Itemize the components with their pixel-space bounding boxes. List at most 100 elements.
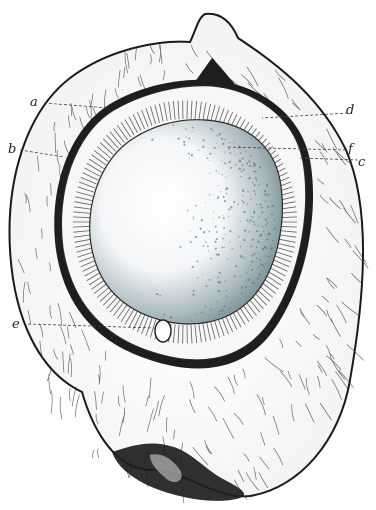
stipple-dot	[224, 162, 226, 164]
stipple-dot	[253, 221, 255, 223]
stipple-dot	[246, 219, 248, 221]
stipple-dot	[218, 314, 220, 316]
stipple-dot	[190, 320, 191, 321]
label-a: a	[30, 95, 38, 110]
stipple-dot	[205, 242, 206, 243]
stipple-dot	[245, 289, 246, 290]
stipple-dot	[259, 274, 260, 275]
stipple-dot	[195, 236, 197, 238]
stipple-dot	[271, 214, 273, 216]
stipple-dot	[215, 248, 217, 250]
stipple-dot	[249, 165, 250, 166]
stipple-dot	[254, 163, 256, 165]
stipple-dot	[250, 265, 251, 266]
stipple-dot	[246, 271, 247, 272]
stipple-dot	[193, 290, 195, 292]
stipple-dot	[205, 202, 206, 203]
stipple-dot	[235, 265, 237, 267]
stipple-dot	[246, 151, 247, 152]
stipple-dot	[222, 238, 224, 240]
stipple-dot	[225, 234, 226, 235]
stipple-dot	[177, 138, 179, 140]
stipple-dot	[202, 139, 204, 141]
stipple-dot	[196, 260, 198, 262]
stipple-dot	[272, 214, 273, 215]
stipple-dot	[253, 190, 255, 192]
stipple-dot	[213, 212, 214, 213]
stipple-dot	[264, 190, 266, 192]
stipple-dot	[209, 173, 210, 174]
stipple-dot	[255, 177, 257, 179]
stipple-dot	[203, 245, 205, 247]
stipple-dot	[248, 178, 249, 179]
stipple-dot	[250, 219, 252, 221]
fibre-stroke	[72, 387, 76, 407]
stipple-dot	[262, 226, 264, 228]
stipple-dot	[242, 164, 244, 166]
stipple-dot	[191, 154, 193, 156]
stipple-dot	[192, 131, 193, 132]
stipple-dot	[187, 210, 189, 212]
stipple-dot	[239, 161, 241, 163]
fibre-stroke	[51, 391, 52, 414]
stipple-dot	[259, 166, 261, 168]
stipple-dot	[229, 307, 231, 309]
stipple-dot	[242, 157, 244, 159]
stipple-dot	[252, 238, 254, 240]
stipple-dot	[252, 166, 253, 167]
stipple-dot	[200, 228, 202, 230]
stipple-dot	[217, 313, 218, 314]
stipple-dot	[243, 211, 245, 213]
stipple-dot	[252, 182, 253, 183]
stipple-dot	[255, 171, 257, 173]
stipple-dot	[261, 211, 263, 213]
stipple-dot	[257, 279, 258, 280]
stipple-dot	[228, 216, 229, 217]
stipple-dot	[242, 200, 243, 201]
stipple-dot	[190, 230, 191, 231]
stipple-dot	[223, 215, 224, 216]
stipple-dot	[156, 293, 158, 295]
stipple-dot	[253, 171, 255, 173]
stipple-dot	[226, 193, 228, 195]
stipple-dot	[197, 277, 198, 278]
stipple-dot	[249, 177, 251, 179]
stipple-dot	[255, 193, 257, 195]
stipple-dot	[193, 217, 195, 219]
stipple-dot	[229, 142, 230, 143]
stipple-dot	[208, 231, 210, 233]
stipple-dot	[272, 240, 273, 241]
stipple-dot	[246, 162, 248, 164]
stipple-dot	[218, 216, 220, 218]
stipple-dot	[224, 305, 226, 307]
stipple-dot	[195, 205, 197, 207]
stipple-dot	[250, 155, 251, 156]
stipple-dot	[241, 293, 242, 294]
stipple-dot	[240, 276, 241, 277]
stipple-dot	[256, 204, 257, 205]
stipple-dot	[239, 168, 241, 170]
stipple-dot	[267, 206, 269, 208]
stipple-dot	[217, 290, 219, 292]
stipple-dot	[228, 208, 230, 210]
stipple-dot	[272, 205, 274, 207]
stipple-dot	[267, 194, 269, 196]
stipple-dot	[219, 310, 221, 312]
stipple-dot	[220, 191, 221, 192]
stipple-dot	[264, 193, 266, 195]
stipple-dot	[256, 258, 257, 259]
fibre-stroke	[75, 395, 79, 418]
stipple-dot	[170, 316, 172, 318]
stipple-dot	[226, 290, 227, 291]
stipple-dot	[151, 138, 153, 140]
stipple-dot	[233, 201, 235, 203]
stipple-dot	[203, 231, 205, 233]
stipple-dot	[227, 258, 228, 259]
stipple-dot	[244, 257, 245, 258]
stipple-dot	[223, 227, 225, 229]
label-c: c	[358, 155, 366, 170]
stipple-dot	[245, 281, 246, 282]
stipple-dot	[209, 153, 211, 155]
stipple-dot	[233, 142, 234, 143]
stipple-dot	[240, 221, 241, 222]
